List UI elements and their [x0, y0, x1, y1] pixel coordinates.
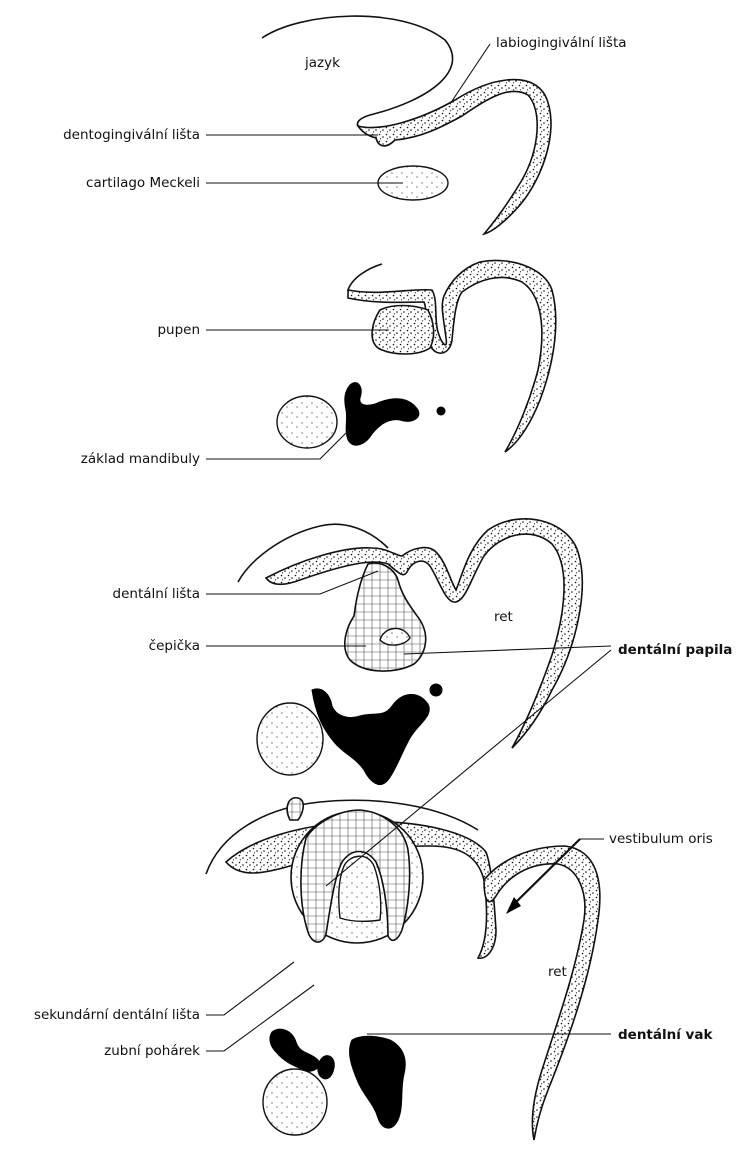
label-vestibulum-oris: vestibulum oris — [609, 831, 713, 847]
panel-4 — [206, 798, 600, 1140]
label-cartilago-meckeli: cartilago Meckeli — [86, 175, 200, 191]
label-cepicka: čepička — [149, 638, 200, 654]
bone-fragment — [437, 407, 445, 415]
mandible-primordium-2 — [345, 383, 419, 445]
label-pupen: pupen — [157, 322, 200, 338]
panel2-epithelium-left — [348, 264, 382, 290]
panel3-cartilage — [257, 703, 323, 775]
bone-fragment — [430, 684, 442, 696]
label-sekundarni-dentalni-lista: sekundární dentální lišta — [34, 1007, 200, 1023]
mandible-primordium-4b — [350, 1036, 406, 1128]
label-dentalni-vak: dentální vak — [618, 1027, 713, 1043]
label-ret-1: ret — [494, 609, 513, 625]
secondary-lamina-shape — [287, 798, 303, 820]
mandible-primordium-3 — [312, 689, 429, 785]
label-zubni-poharek: zubní pohárek — [104, 1043, 200, 1059]
lip-epithelium-1 — [358, 80, 551, 234]
label-ret-2: ret — [548, 964, 567, 980]
tongue-outline — [262, 16, 453, 126]
panel4-outer-lip — [484, 846, 600, 1140]
label-labiogingivalni-lista: labiogingivální lišta — [496, 35, 627, 51]
leader-papila-1 — [404, 646, 611, 654]
label-dentalni-papila: dentální papila — [618, 642, 732, 658]
panel2-cartilage — [277, 396, 337, 448]
label-jazyk: jazyk — [304, 55, 340, 71]
panel4-cartilage — [263, 1069, 327, 1135]
label-dentogingivalni-lista: dentogingivální lišta — [63, 127, 200, 143]
mandible-primordium-4c — [318, 1056, 334, 1079]
label-dentalni-lista: dentální lišta — [113, 586, 200, 602]
leader-sekundarni — [206, 962, 294, 1015]
leader-poharek — [206, 985, 314, 1051]
label-zaklad-mandibuly: základ mandibuly — [81, 451, 200, 467]
mandible-primordium-4 — [270, 1029, 319, 1071]
panel-2 — [277, 260, 556, 452]
panel-3 — [238, 519, 582, 785]
papilla-inner — [339, 856, 381, 921]
